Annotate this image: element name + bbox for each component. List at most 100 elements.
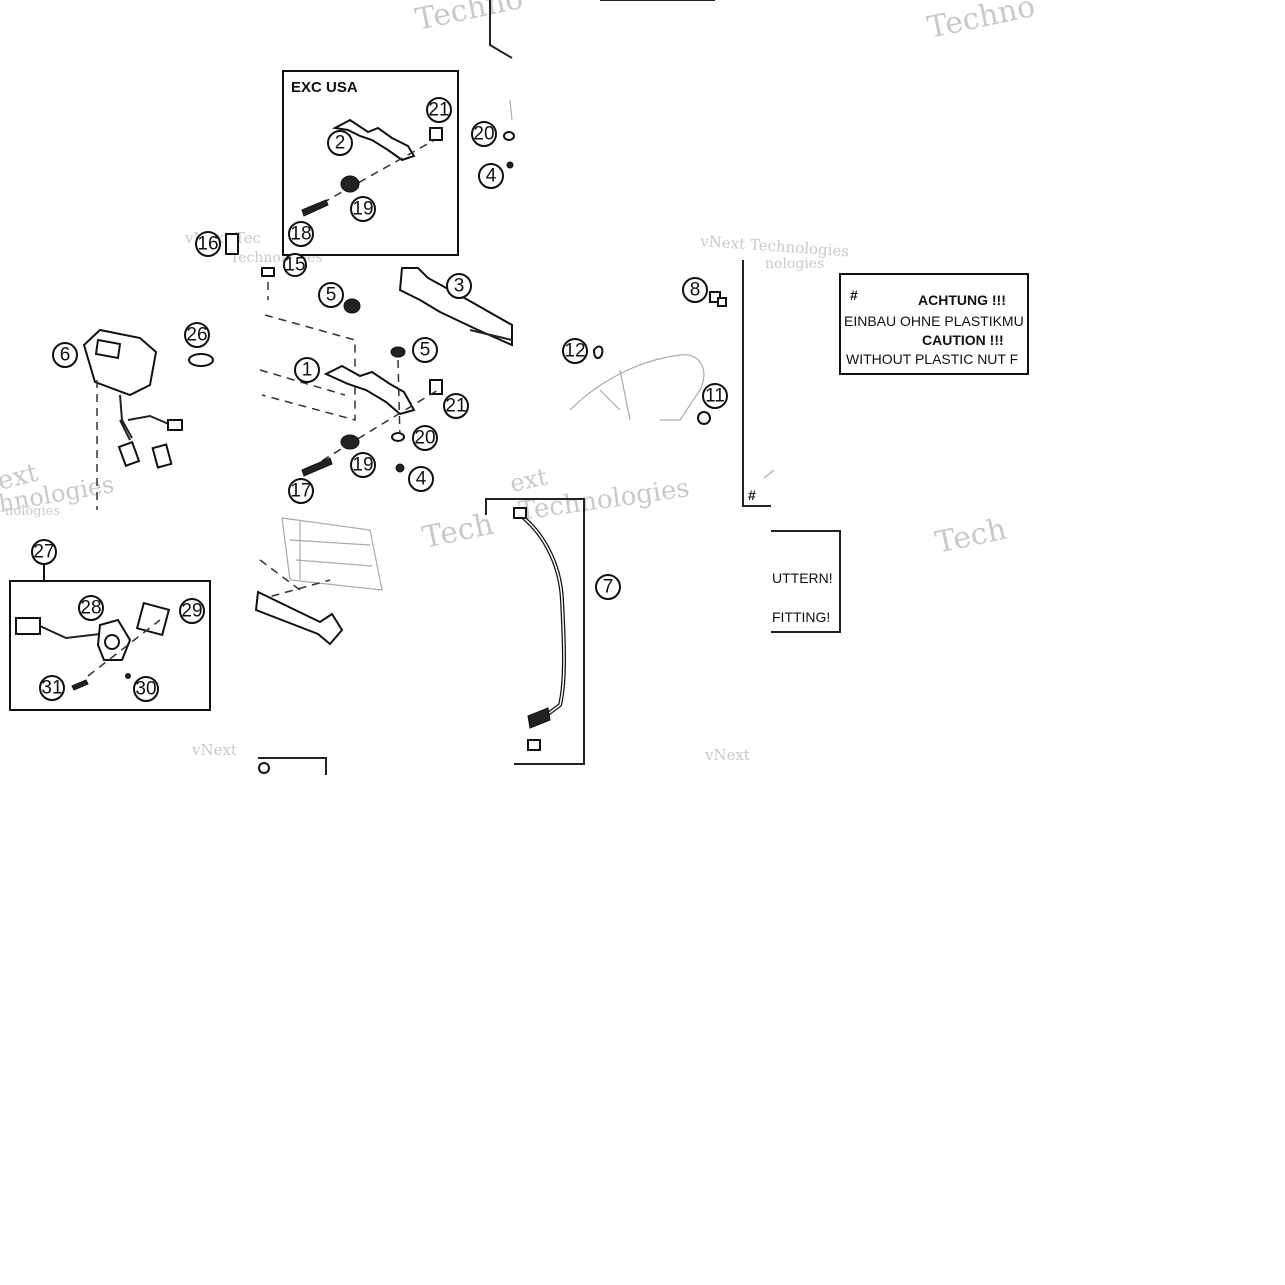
callout-29: 29: [179, 598, 205, 624]
inset-frame: [282, 70, 459, 256]
callout-12: 12: [562, 338, 588, 364]
callout-20: 20: [471, 121, 497, 147]
svg-text:19: 19: [352, 455, 373, 476]
svg-text:30: 30: [135, 679, 156, 700]
bracket-part-3: [398, 267, 513, 347]
screw-part-17: [301, 457, 333, 477]
cover-part-29: [135, 601, 171, 637]
svg-text:15: 15: [284, 255, 305, 276]
caution-note-box: # ACHTUNG !!! EINBAU OHNE PLASTIKMU CAUT…: [839, 273, 1029, 375]
watermark: nologies: [5, 504, 60, 519]
note-without: WITHOUT PLASTIC NUT F: [846, 351, 1018, 367]
svg-text:20: 20: [473, 124, 494, 145]
svg-text:4: 4: [486, 166, 497, 187]
svg-text:8: 8: [690, 280, 701, 301]
part-12: [592, 345, 604, 360]
callout-20: 20: [412, 425, 438, 451]
spacer-part-21: [429, 379, 443, 395]
callout-15: 15: [283, 253, 307, 277]
part-11: [697, 411, 711, 425]
lower-fragments: [254, 517, 383, 775]
watermark: nologies: [765, 256, 824, 272]
note-caution: CAUTION !!!: [922, 332, 1004, 348]
note-einbau: EINBAU OHNE PLASTIKMU: [844, 313, 1024, 329]
inset-27: [9, 565, 211, 711]
note-fragment-2: FITTING!: [772, 609, 830, 625]
callout-16: 16: [195, 231, 221, 257]
top-fragments: [489, 0, 715, 59]
bracket-part-1: [323, 364, 416, 416]
callout-31: 31: [39, 675, 65, 701]
callout-11: 11: [702, 383, 728, 409]
hash-mark: #: [748, 487, 756, 503]
callout-30: 30: [133, 676, 159, 702]
callout-4: 4: [478, 163, 504, 189]
svg-text:21: 21: [428, 100, 449, 121]
svg-text:2: 2: [335, 133, 346, 154]
svg-text:6: 6: [60, 345, 71, 366]
svg-text:28: 28: [80, 598, 101, 619]
callout-7: 7: [595, 574, 621, 600]
note-achtung: ACHTUNG !!!: [918, 292, 1006, 308]
note-hash: #: [850, 287, 858, 303]
callout-19: 19: [350, 452, 376, 478]
main-bracket-assembly: [225, 233, 513, 477]
note-fragment-1: UTTERN!: [772, 570, 833, 586]
svg-text:17: 17: [290, 481, 311, 502]
screw-part-18: [301, 199, 329, 217]
callout-5: 5: [412, 337, 438, 363]
callout-5: 5: [318, 282, 344, 308]
washer-part-20: [391, 432, 405, 442]
callouts: 21 2 20 4 19 18 16 15 3 5 8 26 6 5 12 1 …: [31, 97, 728, 702]
right-parts: #: [569, 260, 775, 507]
callout-21: 21: [443, 393, 469, 419]
svg-text:16: 16: [197, 234, 218, 255]
cap-part-26: [188, 353, 214, 367]
nut-part-4: [395, 463, 405, 473]
svg-text:21: 21: [445, 396, 466, 417]
assembly-line: [309, 137, 439, 211]
svg-text:31: 31: [41, 678, 62, 699]
callout-2: 2: [327, 130, 353, 156]
note-frame: [839, 273, 1029, 375]
watermark: Tech: [932, 512, 1009, 561]
grommet-part-19: [340, 434, 360, 450]
note-fragment-box: UTTERN! FITTING!: [771, 530, 841, 633]
svg-text:20: 20: [414, 428, 435, 449]
svg-text:11: 11: [705, 386, 725, 407]
watermark: vNext: [704, 746, 750, 764]
callout-28: 28: [78, 595, 104, 621]
callout-17: 17: [288, 478, 314, 504]
callout-18: 18: [288, 221, 314, 247]
svg-text:27: 27: [33, 542, 54, 563]
svg-text:12: 12: [564, 341, 585, 362]
screw-part-31: [71, 679, 89, 691]
top-right-small-parts: [503, 99, 515, 169]
inset-title: EXC USA: [291, 79, 358, 96]
connector: [15, 617, 41, 635]
display-unit-part-6: [82, 328, 183, 510]
callout-27: 27: [31, 539, 57, 565]
svg-text:4: 4: [416, 469, 427, 490]
bracket-part-2: [331, 118, 416, 162]
svg-text:18: 18: [290, 224, 311, 245]
svg-text:7: 7: [603, 577, 614, 598]
inset-exc-usa: EXC USA: [282, 70, 459, 256]
watermark: vNext: [191, 741, 237, 759]
svg-text:1: 1: [302, 360, 313, 381]
callout-4: 4: [408, 466, 434, 492]
part-16: [225, 233, 239, 255]
watermark: Techno: [924, 0, 1038, 46]
callout-19: 19: [350, 196, 376, 222]
callout-6: 6: [52, 342, 78, 368]
part-30: [125, 673, 131, 679]
svg-text:5: 5: [326, 285, 337, 306]
svg-text:19: 19: [352, 199, 373, 220]
grommet-part-5: [343, 298, 361, 314]
sensor-cable-part-7: [485, 498, 585, 765]
svg-text:3: 3: [454, 276, 465, 297]
svg-text:5: 5: [420, 340, 431, 361]
spacer-part-21: [429, 127, 443, 141]
callout-3: 3: [446, 273, 472, 299]
